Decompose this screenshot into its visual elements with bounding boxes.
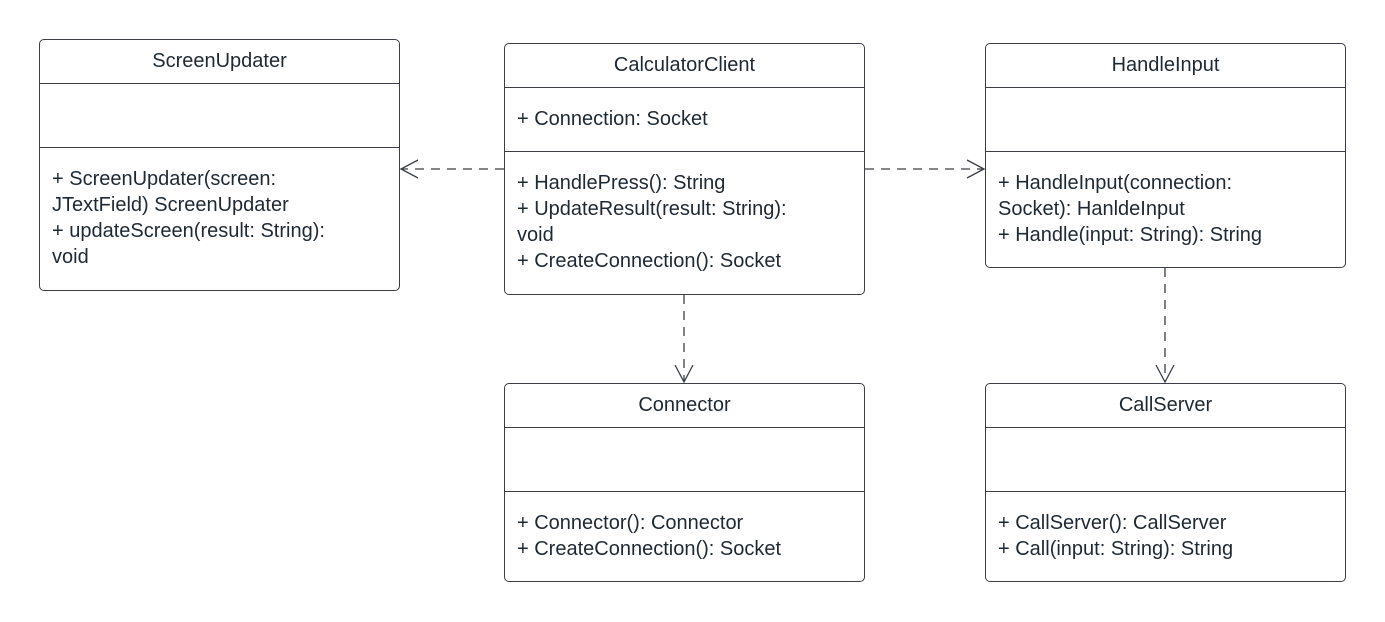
dependency-arrow-to-screen-updater <box>399 159 504 179</box>
method-line: + Call(input: String): String <box>998 538 1234 560</box>
method-line: Socket): HanldeInput <box>998 198 1185 220</box>
method-line: JTextField) ScreenUpdater <box>52 194 289 216</box>
class-screen-updater[interactable]: ScreenUpdater + ScreenUpdater(screen: JT… <box>39 39 400 291</box>
method-line: + UpdateResult(result: String): <box>517 198 787 220</box>
attributes-section <box>986 88 1345 152</box>
methods-section: + CallServer(): CallServer + Call(input:… <box>986 492 1345 562</box>
class-name: Connector <box>505 384 864 428</box>
class-name: ScreenUpdater <box>40 40 399 84</box>
class-connector[interactable]: Connector + Connector(): Connector + Cre… <box>504 383 865 582</box>
methods-section: + ScreenUpdater(screen: JTextField) Scre… <box>40 148 399 270</box>
attribute-line: + Connection: Socket <box>517 108 708 130</box>
methods-section: + HandlePress(): String + UpdateResult(r… <box>505 152 864 274</box>
method-line: + HandlePress(): String <box>517 172 726 194</box>
dependency-arrow-to-connector <box>674 295 694 384</box>
method-line: void <box>517 224 554 246</box>
methods-section: + Connector(): Connector + CreateConnect… <box>505 492 864 562</box>
method-line: + CallServer(): CallServer <box>998 512 1227 534</box>
method-line: + HandleInput(connection: <box>998 172 1233 194</box>
attributes-section <box>505 428 864 492</box>
attributes-section: + Connection: Socket <box>505 88 864 152</box>
methods-section: + HandleInput(connection: Socket): Hanld… <box>986 152 1345 248</box>
class-calculator-client[interactable]: CalculatorClient + Connection: Socket + … <box>504 43 865 295</box>
dependency-arrow-to-handle-input <box>865 159 986 179</box>
class-name: CalculatorClient <box>505 44 864 88</box>
class-name: CallServer <box>986 384 1345 428</box>
method-line: + ScreenUpdater(screen: <box>52 168 277 190</box>
method-line: + Handle(input: String): String <box>998 224 1263 246</box>
method-line: + Connector(): Connector <box>517 512 744 534</box>
method-line: void <box>52 246 89 268</box>
class-call-server[interactable]: CallServer + CallServer(): CallServer + … <box>985 383 1346 582</box>
method-line: + CreateConnection(): Socket <box>517 250 782 272</box>
method-line: + updateScreen(result: String): <box>52 220 325 242</box>
method-line: + CreateConnection(): Socket <box>517 538 782 560</box>
dependency-arrow-to-call-server <box>1155 268 1175 384</box>
class-handle-input[interactable]: HandleInput + HandleInput(connection: So… <box>985 43 1346 268</box>
class-name: HandleInput <box>986 44 1345 88</box>
attributes-section <box>986 428 1345 492</box>
attributes-section <box>40 84 399 148</box>
